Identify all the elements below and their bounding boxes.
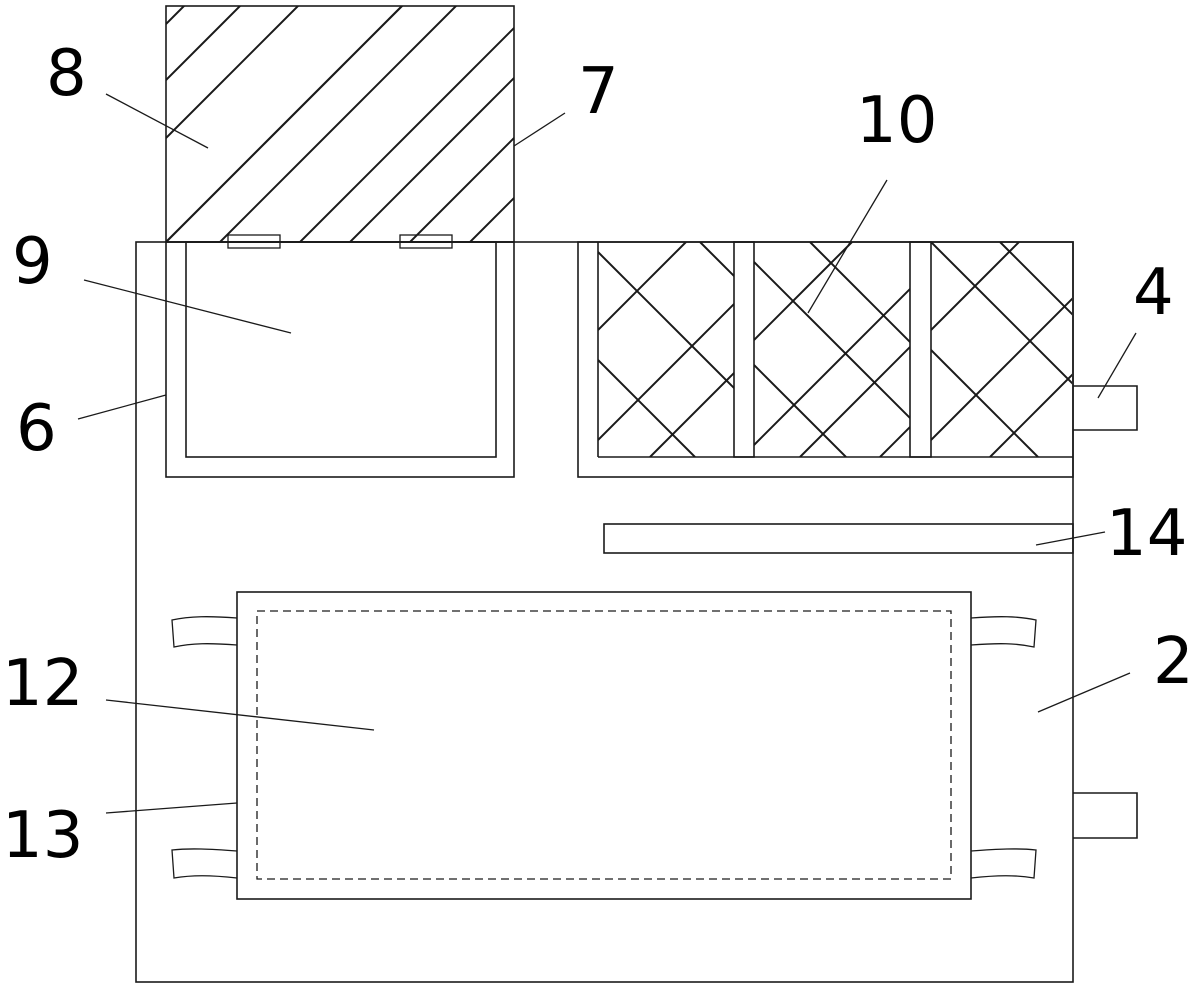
label-4: 4 (1133, 256, 1174, 330)
outlet-pipe-bottom (1073, 792, 1138, 839)
filter-cell-3-crosshatch (931, 242, 1072, 457)
leader-7 (513, 112, 566, 147)
filter-cell-2-crosshatch (754, 242, 910, 457)
label-12: 12 (2, 647, 83, 721)
label-2: 2 (1153, 625, 1194, 699)
filter-cell-1-crosshatch (598, 242, 734, 457)
storage-box-inner (185, 241, 497, 458)
lid-hatching (166, 6, 514, 242)
leader-14 (1035, 531, 1106, 546)
leader-13 (105, 802, 238, 814)
label-7: 7 (578, 55, 619, 129)
leader-8 (105, 93, 209, 149)
label-14: 14 (1106, 497, 1187, 571)
leader-6 (77, 394, 167, 420)
handle-bottom-right (970, 848, 1037, 879)
main-housing (135, 241, 1074, 983)
drawer-inner-dashed (256, 610, 952, 880)
label-6: 6 (16, 392, 57, 466)
drawer-outer (236, 591, 972, 900)
leader-9 (83, 279, 292, 334)
handle-bottom-left (171, 848, 238, 879)
slot-plate (603, 523, 1074, 554)
label-9: 9 (12, 225, 53, 299)
leader-10 (807, 179, 888, 314)
outlet-pipe-top (1073, 385, 1138, 431)
filter-frame-outer (577, 241, 1074, 478)
label-8: 8 (46, 37, 87, 111)
handle-top-right (970, 616, 1037, 648)
lid-frame (165, 5, 515, 243)
handle-top-left (171, 616, 238, 648)
label-13: 13 (2, 799, 83, 873)
leader-4 (1097, 332, 1137, 399)
label-10: 10 (856, 84, 937, 158)
leader-2 (1037, 672, 1131, 713)
storage-frame-outer (165, 241, 515, 478)
filter-divider-2 (909, 241, 932, 458)
leader-12 (105, 699, 375, 731)
filter-divider-1 (733, 241, 755, 458)
